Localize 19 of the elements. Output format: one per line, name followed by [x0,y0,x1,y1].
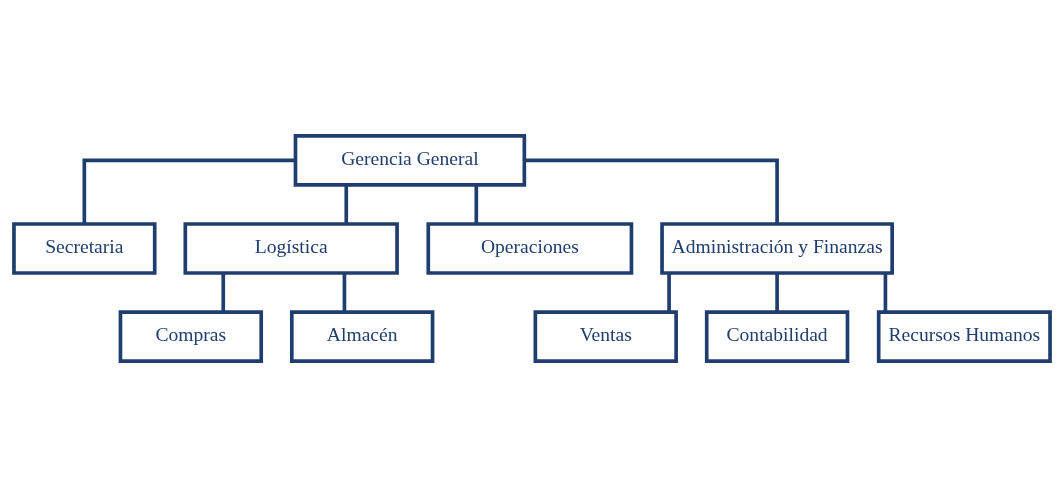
connector [524,158,779,224]
connector [221,272,226,312]
node-box: Gerencia General [293,133,527,187]
node-box: Secretaria [12,221,157,275]
node-box: Administración y Finanzas [660,221,894,275]
node-box: Recursos Humanos [876,309,1052,363]
connector [883,272,888,312]
connector [474,184,479,224]
node-box: Contabilidad [704,309,850,363]
node-box: Compras [118,309,264,363]
connector [775,272,779,312]
node-box: Almacén [289,309,435,363]
node-box: Logística [183,221,399,275]
connector [82,158,296,224]
connector [344,184,349,224]
node-box: Operaciones [426,221,634,275]
node-box: Ventas [533,309,678,363]
connector [342,272,347,312]
connector [667,272,671,312]
